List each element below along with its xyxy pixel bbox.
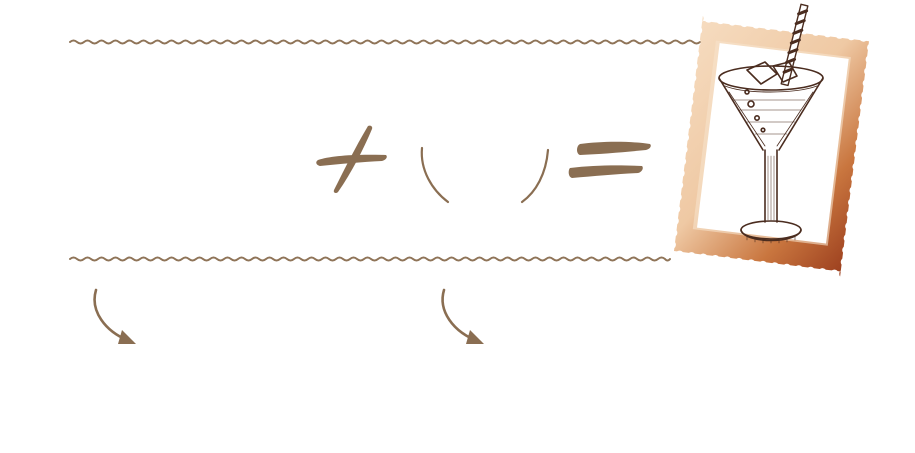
- top-wavy-divider: [69, 39, 701, 45]
- martini-glass-icon: [718, 3, 824, 244]
- parentheses-icon: [420, 146, 550, 204]
- plus-icon: [316, 125, 387, 194]
- curved-arrow-icon-right: [441, 288, 484, 344]
- stamp-inner-area: [696, 43, 849, 244]
- curved-arrow-icon-left: [93, 288, 136, 344]
- postage-stamp-icon: [673, 3, 869, 277]
- bottom-wavy-divider: [69, 256, 671, 262]
- equals-icon: [568, 141, 651, 178]
